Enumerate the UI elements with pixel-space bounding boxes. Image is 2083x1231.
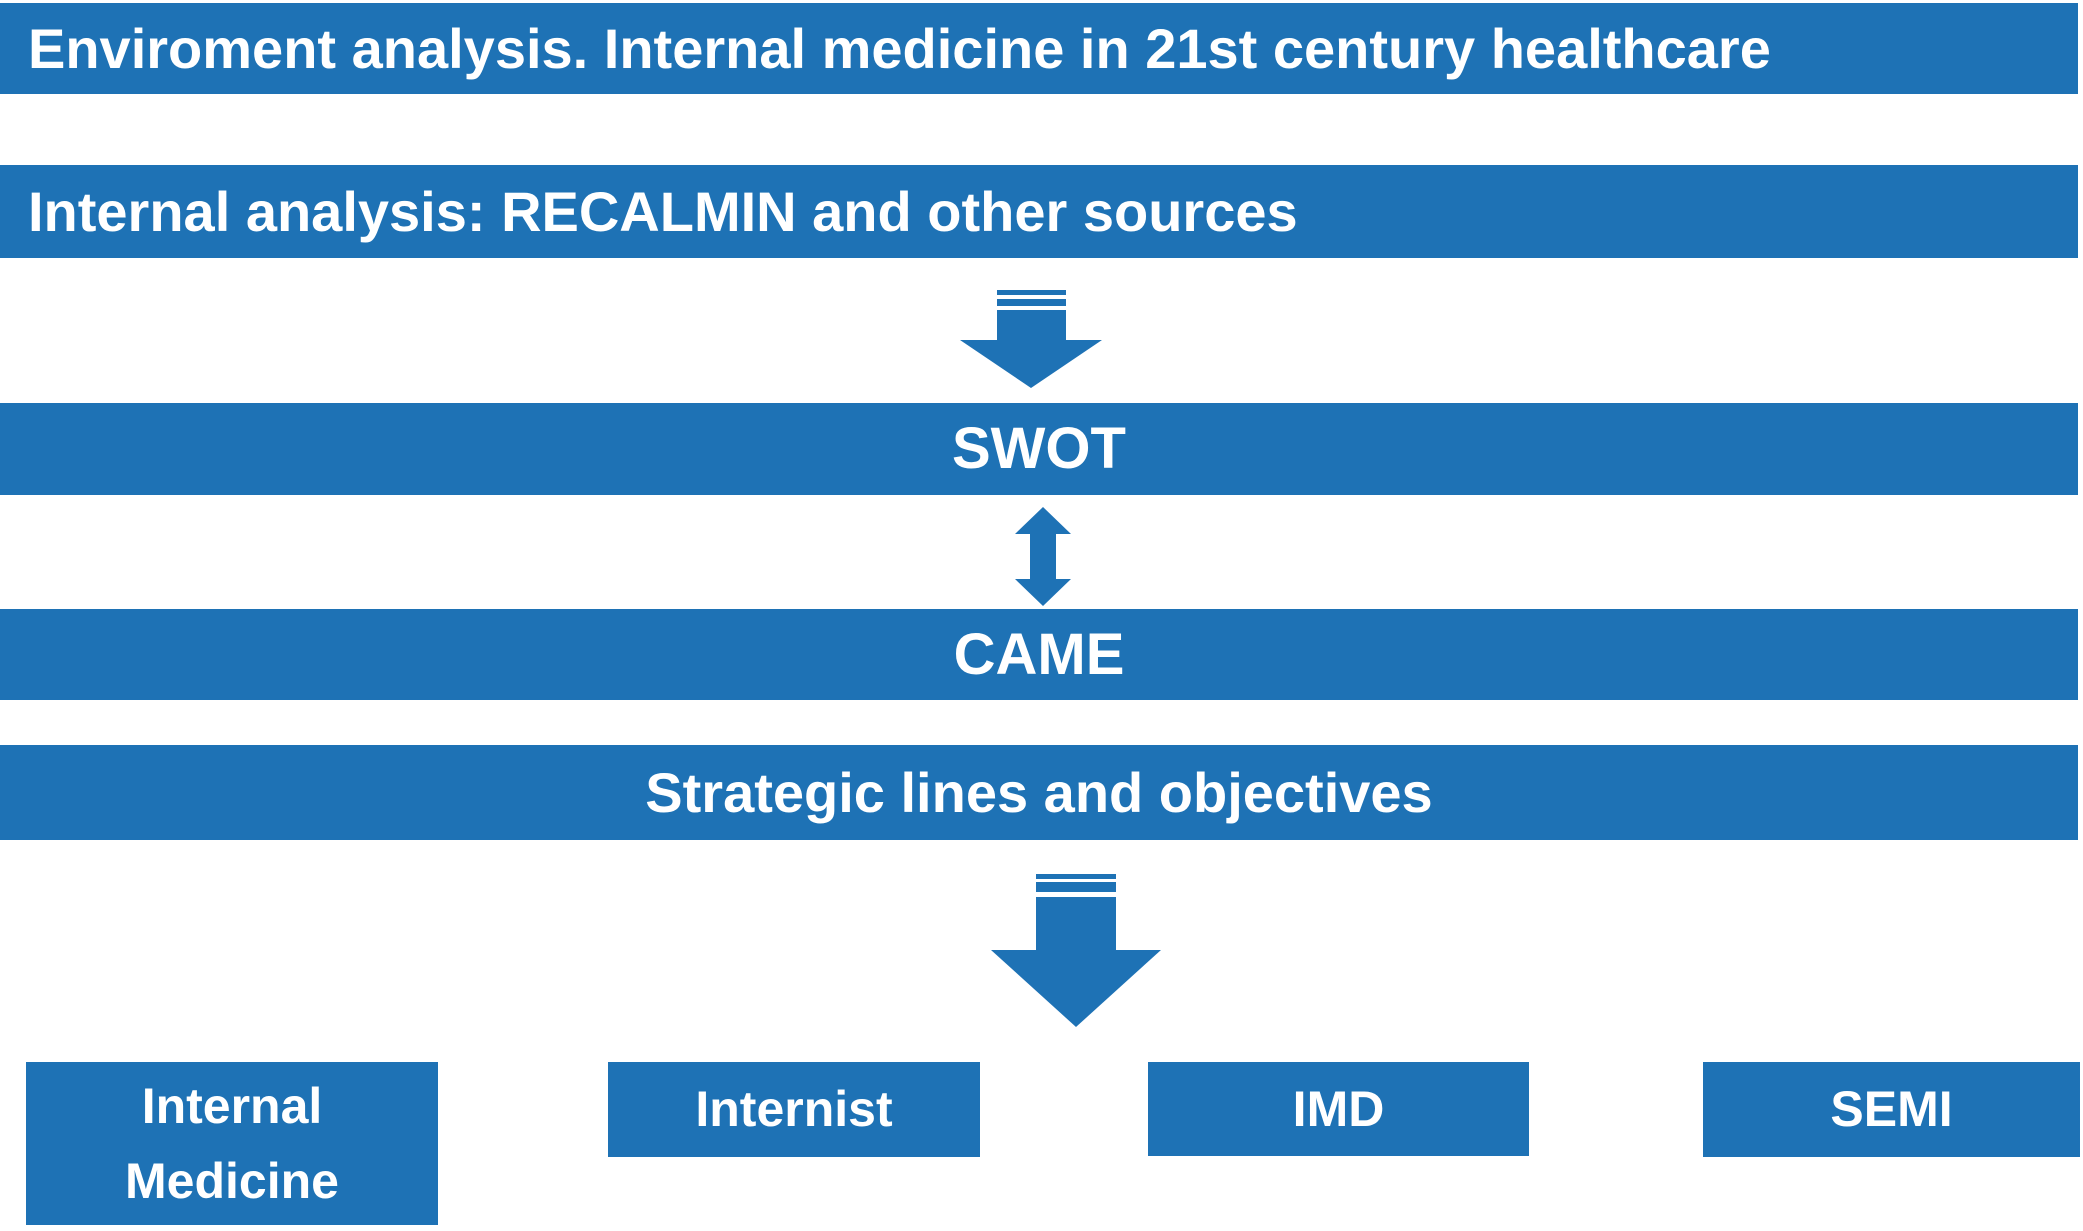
- arrow-head-down: [1015, 579, 1071, 606]
- banner-internal-analysis-label: Internal analysis: RECALMIN and other so…: [28, 179, 1298, 243]
- banner-environment-analysis-label: Enviroment analysis. Internal medicine i…: [28, 16, 1771, 80]
- node-internist-label: Internist: [695, 1081, 893, 1137]
- node-semi-label: SEMI: [1830, 1081, 1953, 1137]
- node-semi: SEMI: [1703, 1062, 2080, 1157]
- up-down-arrow-icon: [1015, 507, 1071, 606]
- node-internal-medicine-label: Internal Medicine: [125, 1077, 339, 1209]
- arrow-shaft: [1036, 897, 1116, 950]
- banner-strategic-lines-label: Strategic lines and objectives: [645, 760, 1433, 824]
- banner-came: CAME: [0, 609, 2078, 700]
- banner-came-label: CAME: [953, 621, 1125, 687]
- node-imd-label: IMD: [1292, 1080, 1385, 1137]
- striped-down-arrow-icon: [991, 874, 1161, 1027]
- arrow-stripe: [1036, 874, 1116, 879]
- striped-down-arrow-icon: [960, 290, 1102, 388]
- node-internal-medicine: Internal Medicine: [26, 1062, 438, 1225]
- arrow-shaft: [997, 310, 1066, 340]
- banner-strategic-lines: Strategic lines and objectives: [0, 745, 2078, 840]
- arrow-stripe: [997, 290, 1066, 295]
- node-internist: Internist: [608, 1062, 980, 1157]
- banner-internal-analysis: Internal analysis: RECALMIN and other so…: [0, 165, 2078, 258]
- arrow-stripe: [997, 299, 1066, 306]
- arrow-shaft: [1030, 532, 1056, 582]
- banner-swot-label: SWOT: [952, 416, 1126, 481]
- arrow-head: [960, 340, 1102, 388]
- arrow-stripe: [1036, 882, 1116, 892]
- banner-swot: SWOT: [0, 403, 2078, 495]
- arrow-head: [991, 950, 1161, 1027]
- node-imd: IMD: [1148, 1062, 1529, 1156]
- arrow-head-up: [1015, 507, 1071, 534]
- banner-environment-analysis: Enviroment analysis. Internal medicine i…: [0, 3, 2078, 94]
